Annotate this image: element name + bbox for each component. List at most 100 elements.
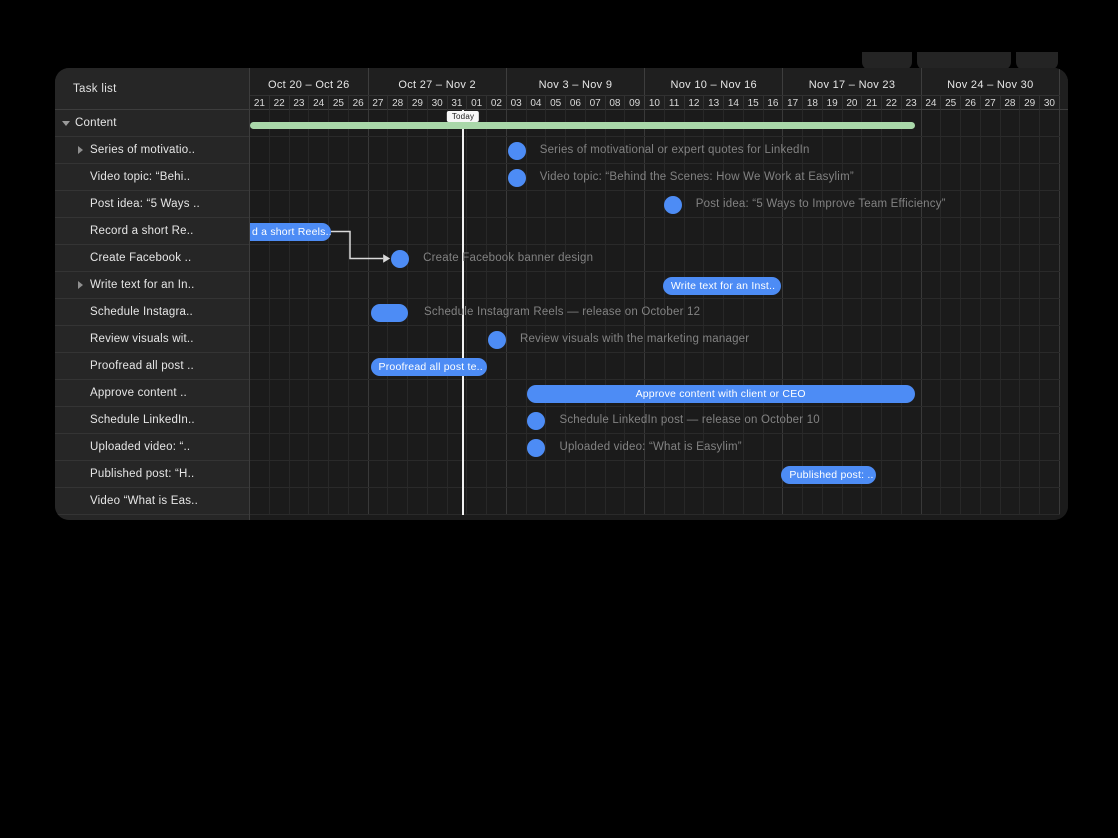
week-header-cell: Nov 10 – Nov 16 — [645, 68, 784, 95]
task-row[interactable]: Content — [55, 110, 249, 137]
milestone-circle[interactable] — [391, 249, 410, 268]
task-row[interactable]: Video “What is Eas.. — [55, 488, 249, 515]
project-bar[interactable] — [250, 122, 915, 129]
task-bar-label: Video topic: “Behind the Scenes: How We … — [539, 171, 854, 183]
grid-line-vertical — [940, 110, 941, 515]
grid-line-vertical — [723, 110, 724, 515]
task-row[interactable]: Approve content .. — [55, 380, 249, 407]
task-row[interactable]: Record a short Re.. — [55, 218, 249, 245]
task-row[interactable]: Review visuals wit.. — [55, 326, 249, 353]
task-row[interactable]: Post idea: “5 Ways .. — [55, 191, 249, 218]
task-bar-label: Uploaded video: “What is Easylim” — [559, 441, 742, 453]
day-header-cell: 31 — [448, 96, 468, 110]
grid-line-vertical — [842, 110, 843, 515]
grid-line-vertical — [447, 110, 448, 515]
grid-line-horizontal — [250, 460, 1060, 461]
milestone-circle[interactable] — [663, 195, 682, 214]
task-bar[interactable]: Write text for an Inst.. — [662, 276, 782, 295]
grid-line-vertical — [901, 110, 902, 515]
task-bar[interactable]: d a short Reels.. — [250, 222, 331, 241]
day-header-cell: 04 — [527, 96, 547, 110]
task-row-label: Review visuals wit.. — [90, 333, 194, 345]
day-header-cell: 07 — [586, 96, 606, 110]
task-row[interactable]: Create Facebook .. — [55, 245, 249, 272]
day-header-cell: 10 — [645, 96, 665, 110]
task-row-label: Uploaded video: “.. — [90, 441, 191, 453]
toolbar-button-partial-2[interactable] — [917, 52, 1011, 70]
today-line — [462, 110, 464, 515]
week-header-cell: Oct 20 – Oct 26 — [250, 68, 369, 95]
milestone-circle[interactable] — [507, 141, 526, 160]
chevron-right-icon[interactable] — [76, 281, 85, 289]
grid-line-vertical — [782, 110, 783, 515]
grid-line-horizontal — [250, 271, 1060, 272]
task-row[interactable]: Write text for an In.. — [55, 272, 249, 299]
grid-line-vertical — [881, 110, 882, 515]
day-header-cell: 15 — [744, 96, 764, 110]
task-row-label: Content — [75, 117, 117, 129]
task-row[interactable]: Schedule Instagra.. — [55, 299, 249, 326]
grid-line-vertical — [289, 110, 290, 515]
day-header-cell: 12 — [685, 96, 705, 110]
week-header-cell: Nov 24 – Nov 30 — [922, 68, 1060, 95]
task-row-label: Series of motivatio.. — [90, 144, 196, 156]
toolbar-button-partial-1[interactable] — [862, 52, 912, 70]
grid-line-vertical — [664, 110, 665, 515]
grid-line-vertical — [526, 110, 527, 515]
grid-line-horizontal — [250, 244, 1060, 245]
grid-line-vertical — [1000, 110, 1001, 515]
milestone-circle[interactable] — [527, 438, 546, 457]
day-header-cell: 27 — [981, 96, 1001, 110]
week-header-cell: Oct 27 – Nov 2 — [369, 68, 507, 95]
grid-line-vertical — [1019, 110, 1020, 515]
grid-line-horizontal — [250, 190, 1060, 191]
task-bar[interactable]: Approve content with client or CEO — [526, 384, 915, 403]
task-row[interactable]: Series of motivatio.. — [55, 137, 249, 164]
task-bar-label: Post idea: “5 Ways to Improve Team Effic… — [695, 198, 946, 210]
task-row-label: Record a short Re.. — [90, 225, 194, 237]
task-row[interactable]: Published post: “H.. — [55, 461, 249, 488]
milestone-circle[interactable] — [487, 330, 506, 349]
grid-line-horizontal — [250, 217, 1060, 218]
day-header-cell: 25 — [329, 96, 349, 110]
milestone-circle[interactable] — [527, 411, 546, 430]
task-row[interactable]: Schedule LinkedIn.. — [55, 407, 249, 434]
task-bar[interactable]: Published post: .. — [781, 465, 877, 484]
chevron-down-icon[interactable] — [61, 120, 70, 126]
week-header-cell: Nov 17 – Nov 23 — [783, 68, 922, 95]
grid-line-horizontal — [250, 163, 1060, 164]
day-header-cell: 23 — [290, 96, 310, 110]
day-header-cell: 03 — [507, 96, 527, 110]
day-header-cell: 24 — [309, 96, 329, 110]
milestone-circle[interactable] — [507, 168, 526, 187]
grid-line-vertical — [644, 110, 645, 515]
toolbar-button-partial-3[interactable] — [1016, 52, 1058, 70]
task-bar-label: Schedule Instagram Reels — release on Oc… — [424, 306, 701, 318]
grid-line-horizontal — [250, 487, 1060, 488]
task-bar[interactable]: Proofread all post te.. — [370, 357, 488, 376]
task-row[interactable]: Proofread all post .. — [55, 353, 249, 380]
grid-line-vertical — [743, 110, 744, 515]
task-bar[interactable] — [370, 303, 409, 322]
grid-line-vertical — [1059, 110, 1060, 515]
task-bar-label: Series of motivational or expert quotes … — [539, 144, 810, 156]
grid-line-vertical — [308, 110, 309, 515]
chevron-right-icon[interactable] — [76, 146, 85, 154]
day-header-cell: 13 — [704, 96, 724, 110]
day-header-cell: 14 — [724, 96, 744, 110]
grid-line-vertical — [861, 110, 862, 515]
task-row-label: Schedule Instagra.. — [90, 306, 193, 318]
task-row[interactable]: Video topic: “Behi.. — [55, 164, 249, 191]
task-row[interactable]: Uploaded video: “.. — [55, 434, 249, 461]
today-marker: Today — [446, 111, 480, 122]
day-header-cell: 08 — [606, 96, 626, 110]
grid-line-vertical — [980, 110, 981, 515]
day-header-cell: 17 — [783, 96, 803, 110]
task-row-label: Proofread all post .. — [90, 360, 194, 372]
day-header-cell: 09 — [625, 96, 645, 110]
day-header-cell: 20 — [843, 96, 863, 110]
day-header-cell: 30 — [428, 96, 448, 110]
